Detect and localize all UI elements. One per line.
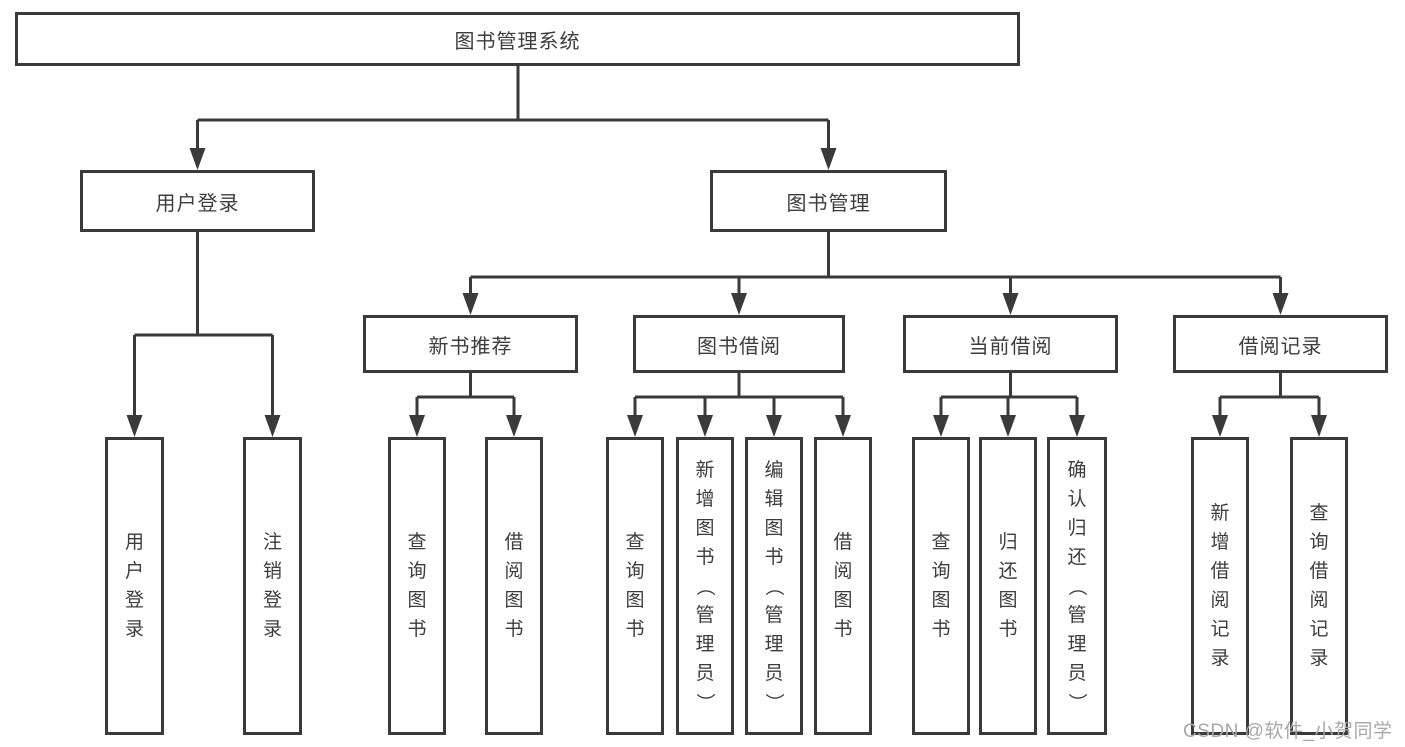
leaf-query-books-recommend: 查询图书	[388, 437, 446, 735]
connector-book-borrowing-to-leaves	[627, 373, 851, 437]
node-root-label: 图书管理系统	[454, 30, 581, 53]
leaf-query-books-current: 查询图书	[912, 437, 970, 735]
connector-user-login-to-leaves	[126, 232, 281, 437]
node-borrowing-records: 借阅记录	[1173, 315, 1388, 373]
node-book-borrowing: 图书借阅	[633, 315, 845, 373]
leaf-logout: 注销登录	[243, 437, 302, 735]
connector-root-to-level2	[189, 66, 837, 170]
leaf-borrow-books: 借阅图书	[814, 437, 872, 735]
node-book-borrowing-label: 图书借阅	[697, 335, 781, 358]
leaf-query-borrow-record: 查询借阅记录	[1290, 437, 1348, 735]
leaf-borrow-books-recommend: 借阅图书	[485, 437, 543, 735]
connector-current-borrowing-to-leaves	[933, 373, 1085, 437]
leaf-add-books-admin: 新增图书（管理员）	[676, 437, 734, 735]
node-user-login: 用户登录	[80, 170, 315, 232]
node-current-borrowing: 当前借阅	[903, 315, 1118, 373]
node-book-management-label: 图书管理	[786, 192, 871, 215]
connector-book-management-to-level3	[462, 232, 1289, 315]
node-root-system: 图书管理系统	[15, 12, 1020, 66]
node-borrowing-records-label: 借阅记录	[1238, 335, 1323, 358]
leaf-edit-books-admin: 编辑图书（管理员）	[745, 437, 803, 735]
leaf-query-books-borrowing: 查询图书	[606, 437, 664, 735]
leaf-return-books: 归还图书	[979, 437, 1037, 735]
node-user-login-label: 用户登录	[155, 192, 240, 215]
leaf-user-login: 用户登录	[105, 437, 164, 735]
leaf-confirm-return-admin: 确认归还（管理员）	[1047, 437, 1107, 735]
node-book-management: 图书管理	[710, 170, 947, 232]
node-new-book-recommend: 新书推荐	[363, 315, 578, 373]
node-new-book-recommend-label: 新书推荐	[428, 335, 513, 358]
connector-new-book-recommend-to-leaves	[409, 373, 522, 437]
csdn-watermark: CSDN @软件_小贺同学	[1183, 721, 1393, 742]
node-current-borrowing-label: 当前借阅	[968, 335, 1053, 358]
leaf-add-borrow-record: 新增借阅记录	[1191, 437, 1249, 735]
connector-borrowing-records-to-leaves	[1212, 373, 1327, 437]
